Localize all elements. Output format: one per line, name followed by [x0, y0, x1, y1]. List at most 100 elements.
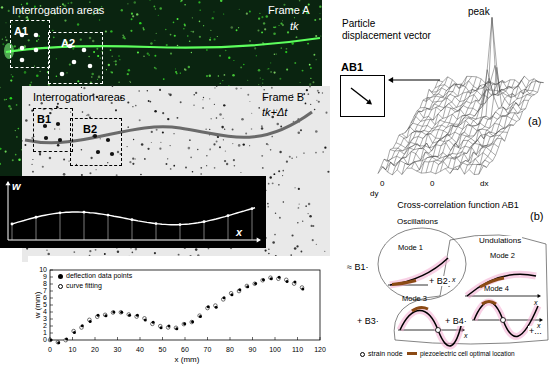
- tick-label: 5: [43, 301, 47, 309]
- tick-mark: [95, 337, 96, 340]
- interrogation-area: B1: [33, 108, 73, 152]
- deflection-panel: [0, 176, 266, 248]
- coefficient-term: + B3·: [356, 316, 380, 326]
- seeding-particle: [267, 144, 268, 145]
- surface-grid: [479, 81, 539, 175]
- seeding-particle: [309, 215, 311, 217]
- seeding-particle: [184, 24, 186, 26]
- seeding-particle: [156, 129, 158, 131]
- tick-label: 7: [43, 287, 47, 295]
- deflection-tick: [36, 217, 37, 240]
- seeding-particle: [56, 58, 57, 59]
- image-caption: Interrogation areas: [33, 91, 125, 104]
- axis-arrow: [257, 237, 261, 242]
- seeding-particle: [274, 27, 276, 29]
- result-arrow: [392, 79, 440, 80]
- seeding-particle: [310, 67, 312, 69]
- fit-point: [56, 340, 60, 344]
- seeding-particle: [199, 21, 201, 23]
- seeding-particle: [202, 99, 203, 100]
- seeding-particle: [76, 164, 77, 165]
- seeding-particle: [226, 163, 228, 165]
- seeding-particle: [275, 26, 277, 28]
- plot-frame: [50, 270, 320, 340]
- seeding-particle: [39, 153, 41, 155]
- data-point: [175, 327, 178, 330]
- seeding-particle: [228, 57, 230, 59]
- seeding-particle: [149, 101, 151, 103]
- seeding-particle: [173, 22, 175, 24]
- seeding-particle: [81, 87, 82, 88]
- seeding-particle: [166, 163, 168, 165]
- seeding-particle: [108, 64, 110, 66]
- seeding-particle: [162, 112, 164, 114]
- seeding-particle: [154, 40, 155, 41]
- seeding-particle: [233, 60, 234, 61]
- seeding-particle: [32, 159, 33, 160]
- seeding-particle: [82, 111, 84, 113]
- tick-label: 10: [69, 346, 77, 354]
- group-title: Undulations: [478, 236, 522, 245]
- seeding-particle: [236, 29, 238, 31]
- seeding-particle: [270, 149, 272, 151]
- seeding-particle: [270, 176, 272, 178]
- seeding-particle: [25, 119, 28, 122]
- fit-point: [245, 284, 249, 288]
- seeding-particle: [302, 70, 304, 72]
- legend-entry: deflection data points: [58, 272, 132, 280]
- data-point: [57, 341, 60, 344]
- seeding-particle: [200, 167, 202, 169]
- data-point: [144, 318, 147, 321]
- seeding-particle: [91, 76, 92, 77]
- seeding-particle: [251, 128, 253, 130]
- seeding-particle: [176, 72, 178, 74]
- seeding-particle: [141, 143, 144, 146]
- seeding-particle: [295, 187, 296, 188]
- chart-ground: [28, 256, 338, 365]
- legend-entry: piezoelectric cell optimal location: [407, 350, 515, 357]
- seeding-particle: [73, 251, 75, 253]
- seeding-particle: [2, 43, 4, 45]
- axis-label: w: [12, 180, 21, 193]
- data-point: [238, 288, 241, 291]
- tick-mark: [50, 333, 53, 334]
- interrogation-dot: [56, 122, 60, 126]
- seeding-particle: [198, 1, 200, 3]
- time-label: tk: [290, 20, 299, 33]
- strain-node: [436, 328, 441, 333]
- seeding-particle: [184, 68, 186, 70]
- seeding-particle: [306, 89, 308, 91]
- seeding-particle: [77, 80, 79, 82]
- seeding-particle: [206, 75, 208, 77]
- interrogation-area: A1: [10, 20, 50, 68]
- seeding-particle: [223, 139, 224, 140]
- seeding-particle: [99, 19, 100, 20]
- seeding-particle: [149, 0, 150, 1]
- seeding-particle: [36, 75, 39, 78]
- fit-point: [198, 314, 202, 318]
- seeding-particle: [315, 35, 317, 37]
- seeding-particle: [128, 69, 130, 71]
- seeding-particle: [282, 24, 284, 26]
- seeding-particle: [127, 126, 129, 128]
- legend-text: curve fitting: [66, 282, 102, 290]
- seeding-particle: [138, 90, 140, 92]
- axis-label: dy: [370, 189, 378, 198]
- seeding-particle: [188, 66, 190, 68]
- seeding-particle: [18, 128, 20, 130]
- seeding-particle: [294, 62, 296, 64]
- seeding-particle: [189, 139, 191, 141]
- seeding-particle: [14, 45, 16, 47]
- coefficient-term: + B4·: [444, 316, 468, 326]
- seeding-particle: [316, 244, 317, 245]
- data-point: [136, 314, 139, 317]
- seeding-particle: [112, 85, 114, 87]
- fit-point: [103, 313, 107, 317]
- seeding-particle: [18, 158, 21, 161]
- seeding-particle: [274, 54, 275, 55]
- seeding-particle: [195, 248, 198, 251]
- seeding-particle: [261, 125, 263, 127]
- seeding-particle: [303, 152, 304, 153]
- fit-point: [261, 278, 265, 282]
- seeding-particle: [318, 101, 320, 103]
